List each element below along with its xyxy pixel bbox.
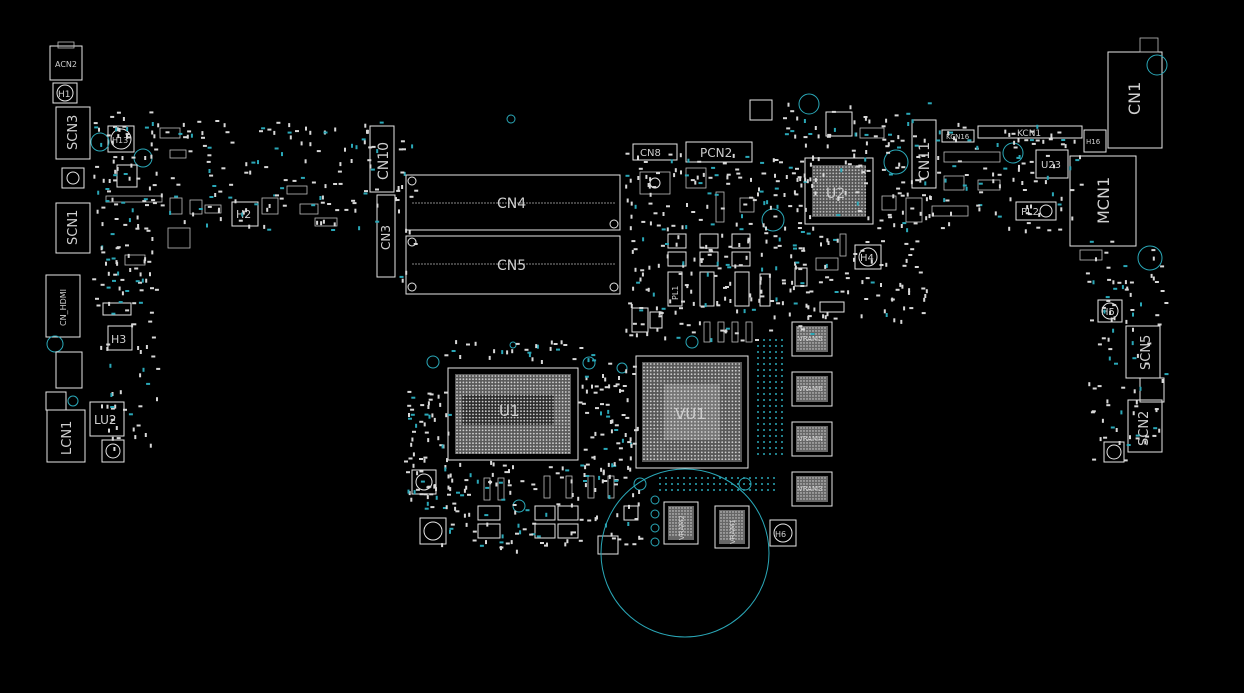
h1-mount: H1 [52, 82, 78, 104]
vram1-label: VRAM1 [729, 519, 737, 544]
bga-grid-layer [456, 166, 867, 540]
vram3-label: VRAM3 [798, 485, 823, 493]
vram6-chip: VRAM6 [791, 371, 833, 407]
cn4-label: CN4 [497, 196, 526, 212]
smd-pad-layer [92, 102, 1169, 554]
scn3-connector: SCN3 [55, 106, 91, 160]
vram4-label: VRAM4 [798, 435, 823, 443]
right-mid-parts [905, 151, 1001, 223]
cn4-slot: CN4 [405, 174, 621, 231]
cn11-label: CN11 [917, 142, 933, 180]
vram2-label: VRAM2 [678, 515, 686, 540]
mcn1-label: MCN1 [1094, 177, 1113, 224]
kcn16-label: KCN16 [946, 133, 970, 141]
h6-label: H6 [775, 530, 786, 539]
lu2-label: LU2 [94, 413, 117, 427]
vram1-chip: VRAM1 [714, 505, 750, 549]
h16-mount: H16 [1083, 129, 1107, 153]
pcn2-connector: PCN2 [685, 141, 753, 163]
cn3-connector: CN3 [376, 194, 396, 278]
left-lower-parts [45, 351, 83, 411]
lcn1-label: LCN1 [60, 421, 75, 455]
cn11-connector: CN11 [911, 119, 937, 189]
h4-label: H4 [860, 253, 874, 264]
cn10-label: CN10 [376, 142, 392, 180]
mcn1-connector: MCN1 [1069, 155, 1163, 271]
scn1-label: SCN1 [66, 210, 81, 245]
h1-label: H1 [58, 90, 71, 100]
h16-label: H16 [1086, 138, 1101, 146]
power-section: PL1 [631, 167, 845, 343]
cn8-connector: CN8 [632, 143, 678, 161]
u1-label: U1 [499, 402, 520, 420]
scn3-label: SCN3 [66, 115, 81, 150]
h13-label: H13 [112, 136, 128, 145]
h5-label: H5 [1101, 307, 1115, 318]
vram5-chip: VRAM5 [791, 321, 833, 357]
vu1-gpu: VU1 [616, 335, 752, 491]
u2-surrounding-parts [749, 99, 897, 271]
scn1-connector: SCN1 [55, 202, 91, 254]
cn3-label: CN3 [379, 225, 393, 250]
cn1-connector: CN1 [1107, 37, 1168, 149]
vram6-label: VRAM6 [798, 385, 823, 393]
lower-gpu-parts [597, 495, 660, 555]
pl2-label: PL2 [1021, 207, 1039, 218]
u1-lower-parts [411, 469, 615, 545]
cn-hdmi-label: CN_HDMI [59, 289, 68, 326]
scn5-label: SCN5 [1139, 335, 1154, 370]
left-small-parts [61, 164, 163, 203]
lcn1-connector: LCN1 [46, 409, 86, 463]
u2-chip: U2 [761, 93, 909, 232]
lu2-chip: LU2 [89, 401, 125, 463]
acn2-label: ACN2 [55, 60, 77, 69]
vram2-chip: VRAM2 [663, 501, 699, 545]
kcn1-label: KCN1 [1017, 129, 1041, 139]
cn5-label: CN5 [497, 258, 526, 274]
kcn16-connector: KCN16 [941, 129, 975, 143]
u23-label: U23 [1041, 160, 1061, 171]
hdmi-connector: CN_HDMI [45, 254, 146, 353]
pcn2-label: PCN2 [700, 146, 732, 160]
h3-mount: H3 [102, 302, 133, 351]
h4-mount: H4 [854, 244, 882, 270]
cn8-label: CN8 [640, 148, 661, 159]
kcn1-connector: KCN1 [977, 125, 1083, 164]
cn5-slot: CN5 [405, 235, 621, 295]
fan-footprint-circle [600, 468, 770, 638]
vram4-chip: VRAM4 [791, 421, 833, 457]
pl2-inductor: PL2 [1015, 201, 1057, 221]
vram3-chip: VRAM3 [791, 471, 833, 507]
acn2-connector: ACN2 [49, 41, 83, 81]
vram5-label: VRAM5 [798, 335, 823, 343]
u2-label: U2 [826, 186, 845, 202]
h6-mount: H6 [769, 519, 797, 547]
left-center-strip [159, 127, 338, 249]
h13-mount: H13 [90, 125, 153, 168]
scn2-connector: SCN2 [1103, 399, 1163, 463]
cn1-label: CN1 [1125, 82, 1144, 115]
h2-mount: H2 [231, 201, 259, 227]
cn10-connector: CN10 [369, 125, 395, 193]
h3-label: H3 [111, 333, 126, 346]
pl1-label: PL1 [671, 286, 680, 300]
u23-chip: U23 [1035, 149, 1069, 179]
